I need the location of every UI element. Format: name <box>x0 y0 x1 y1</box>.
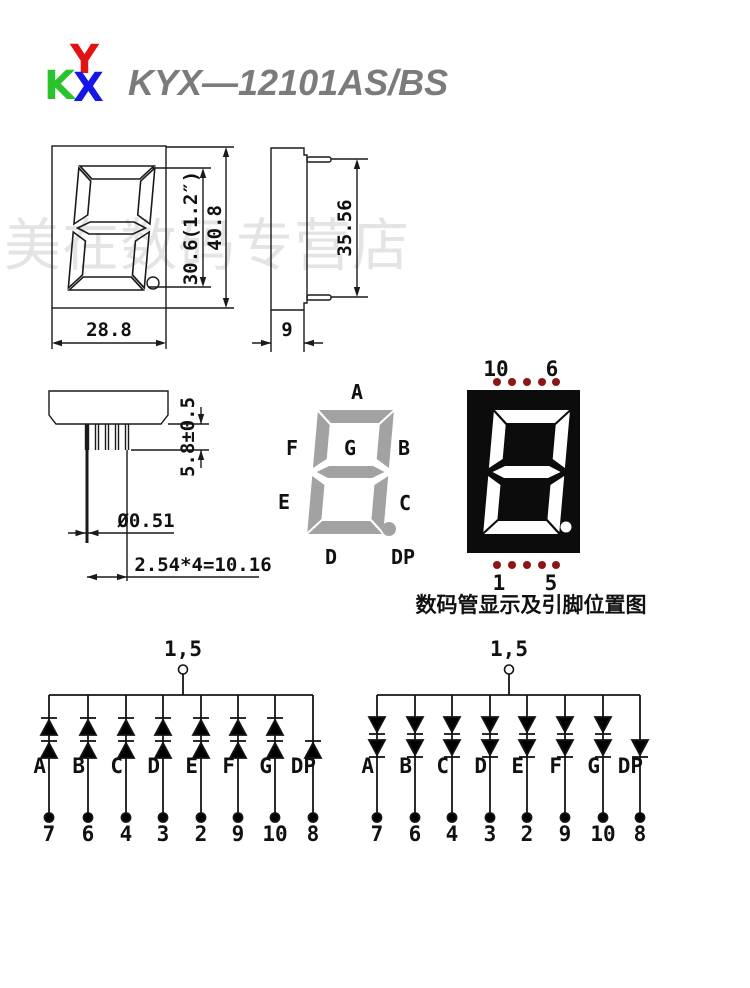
pin-dots-bottom <box>493 561 560 569</box>
side-view: 35.56 9 <box>252 147 368 352</box>
dim-digit-height: 30.6(1.2″) <box>180 171 202 285</box>
ca-pin-numbers: 7 6 4 3 2 9 10 8 <box>371 822 647 846</box>
cc-label-a: A <box>33 754 46 778</box>
pin-dots-top <box>493 378 560 386</box>
display-dp-white <box>560 521 572 533</box>
logo-letter-k: K <box>44 63 75 109</box>
segment-label-f: F <box>286 436 298 460</box>
dim-pin-standoff: 5.8±0.5 <box>177 397 199 477</box>
ca-label-b: B <box>399 754 412 778</box>
common-pin-label: 1,5 <box>164 637 202 661</box>
ca-label-d: D <box>474 754 487 778</box>
brand-logo: Y K X <box>44 40 114 111</box>
segment-label-g: G <box>344 436 356 460</box>
ca-pin-f: 9 <box>559 822 572 846</box>
cc-segment-labels: A B C D E F G DP <box>33 754 316 778</box>
side-view-outline <box>270 147 308 311</box>
ca-label-dp: DP <box>618 754 643 778</box>
cc-pin-g: 10 <box>262 822 287 846</box>
dim-depth: 9 <box>281 319 292 341</box>
cc-label-c: C <box>110 754 123 778</box>
dim-body-width: 28.8 <box>86 319 132 341</box>
logo-letter-x: X <box>73 65 104 111</box>
cc-pin-c: 4 <box>120 822 133 846</box>
pin-number-1: 1 <box>493 571 506 595</box>
ca-pin-b: 6 <box>409 822 422 846</box>
common-pin-label: 1,5 <box>490 637 528 661</box>
dim-pin-diameter: Ø0.51 <box>116 510 174 532</box>
cc-label-e: E <box>185 754 198 778</box>
front-view-dp-outline <box>146 276 160 290</box>
pin-number-10: 10 <box>483 357 508 381</box>
dim-pin-row-span: 35.56 <box>334 199 356 256</box>
side-pin-top <box>306 156 332 163</box>
ca-pin-c: 4 <box>446 822 459 846</box>
ca-label-a: A <box>361 754 374 778</box>
ca-label-g: G <box>587 754 600 778</box>
segment-label-b: B <box>398 436 410 460</box>
ca-label-e: E <box>511 754 524 778</box>
front-view-outline <box>51 145 167 309</box>
segment-label-a: A <box>351 380 363 404</box>
display-caption: 数码管显示及引脚位置图 <box>416 593 647 617</box>
front-view-digit-outline <box>67 165 156 291</box>
ca-pin-e: 2 <box>521 822 534 846</box>
dim-body-height: 40.8 <box>204 205 226 251</box>
circuit-common-anode: 1,5 A B C D E F G DP 7 <box>361 637 649 846</box>
cc-label-f: F <box>222 754 235 778</box>
dim-pin-pitch: 2.54*4=10.16 <box>134 554 271 576</box>
cc-label-dp: DP <box>291 754 316 778</box>
segment-label-dp: DP <box>391 545 415 569</box>
ca-label-c: C <box>436 754 449 778</box>
cc-label-b: B <box>72 754 85 778</box>
circuit-common-cathode: 1,5 A B C D E F G DP 7 <box>33 637 322 846</box>
logo-letter-y: Y <box>70 37 99 83</box>
cc-pin-a: 7 <box>43 822 56 846</box>
part-number-title: KYX—12101AS/BS <box>128 62 449 103</box>
bottom-view: 5.8±0.5 Ø0.51 2.54*4=10.16 <box>48 390 272 581</box>
cc-pin-f: 9 <box>232 822 245 846</box>
cc-pin-numbers: 7 6 4 3 2 9 10 8 <box>43 822 320 846</box>
ca-segment-labels: A B C D E F G DP <box>361 754 643 778</box>
ca-pin-dp: 8 <box>634 822 647 846</box>
segment-label-d: D <box>325 545 337 569</box>
ca-pin-g: 10 <box>590 822 615 846</box>
segment-digit-gray <box>307 410 394 534</box>
segment-dp-gray <box>382 522 396 536</box>
segment-label-c: C <box>399 491 411 515</box>
bottom-view-pins <box>84 424 130 450</box>
front-view: 30.6(1.2″) 40.8 28.8 <box>51 145 234 349</box>
cc-pin-b: 6 <box>82 822 95 846</box>
cc-pin-d: 3 <box>157 822 170 846</box>
pin-number-5: 5 <box>545 571 558 595</box>
ca-pin-a: 7 <box>371 822 384 846</box>
cc-label-d: D <box>147 754 160 778</box>
cc-pin-dp: 8 <box>307 822 320 846</box>
ca-pin-d: 3 <box>484 822 497 846</box>
bottom-view-outline <box>48 390 169 425</box>
side-pin-bottom <box>306 294 332 301</box>
cc-pin-e: 2 <box>195 822 208 846</box>
segment-label-e: E <box>278 490 290 514</box>
display-photo: 10 6 1 5 数码管显示及引脚位置图 <box>416 357 647 617</box>
ca-label-f: F <box>549 754 562 778</box>
segment-diagram: A F G B E C D DP <box>278 380 415 569</box>
pin-number-6: 6 <box>546 357 559 381</box>
cc-label-g: G <box>259 754 272 778</box>
